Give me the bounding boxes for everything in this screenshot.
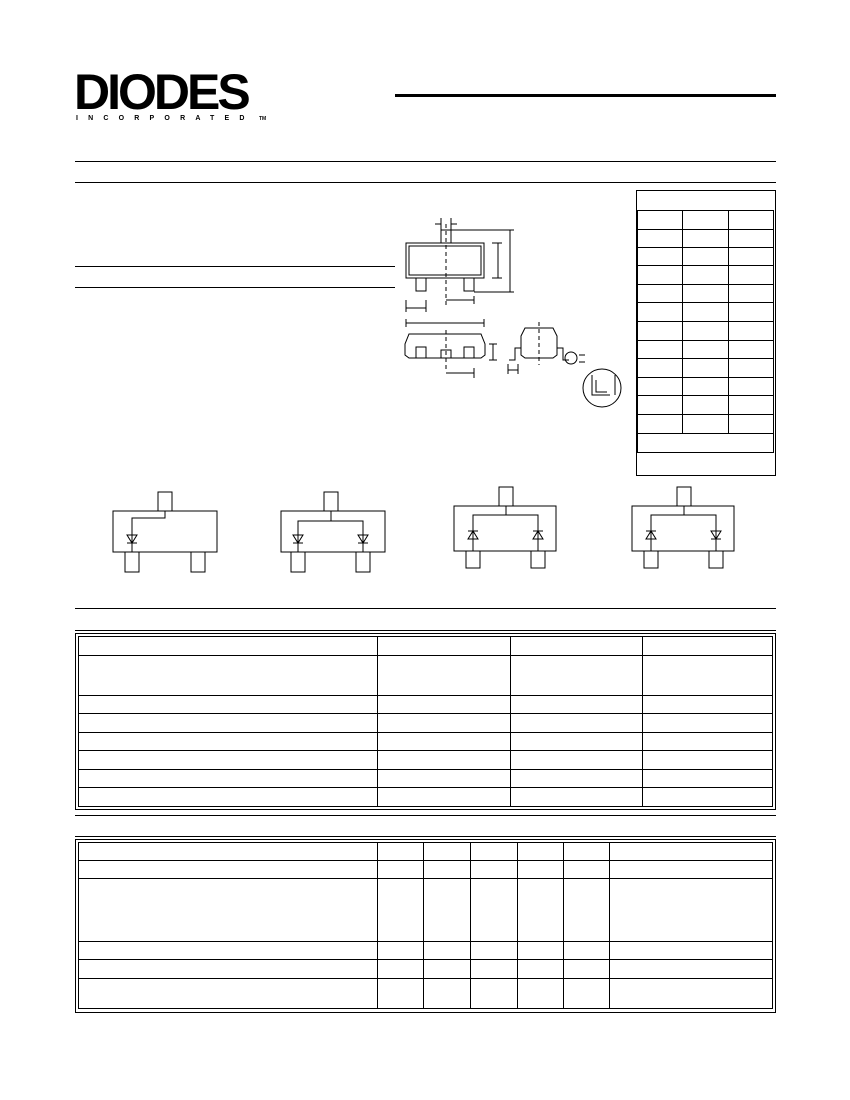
schematic-dual-common-anode — [453, 486, 557, 569]
schematic-dual-series — [631, 486, 735, 569]
section-rule — [75, 630, 776, 631]
electrical-characteristics-table — [75, 839, 776, 1013]
section-rule — [75, 182, 776, 183]
schematic-single-diode — [112, 491, 218, 573]
header-rule-right — [395, 94, 776, 97]
section-rule — [75, 161, 776, 162]
section-rule — [75, 815, 776, 816]
section-rule — [75, 608, 776, 609]
trademark-mark: TM — [259, 116, 267, 122]
section-rule — [75, 266, 395, 267]
maximum-ratings-table-grid — [78, 636, 773, 807]
package-outline-drawing — [404, 218, 622, 408]
maximum-ratings-table — [75, 633, 776, 810]
company-logo-subtitle: INCORPORATED — [76, 115, 255, 122]
section-rule — [75, 287, 395, 288]
schematic-dual-common-cathode — [280, 491, 386, 573]
company-logo: DIODES — [74, 64, 251, 120]
section-rule — [75, 836, 776, 837]
electrical-characteristics-table-grid — [78, 842, 773, 1009]
dimensions-table-grid — [636, 210, 775, 453]
dimensions-table — [636, 190, 776, 476]
